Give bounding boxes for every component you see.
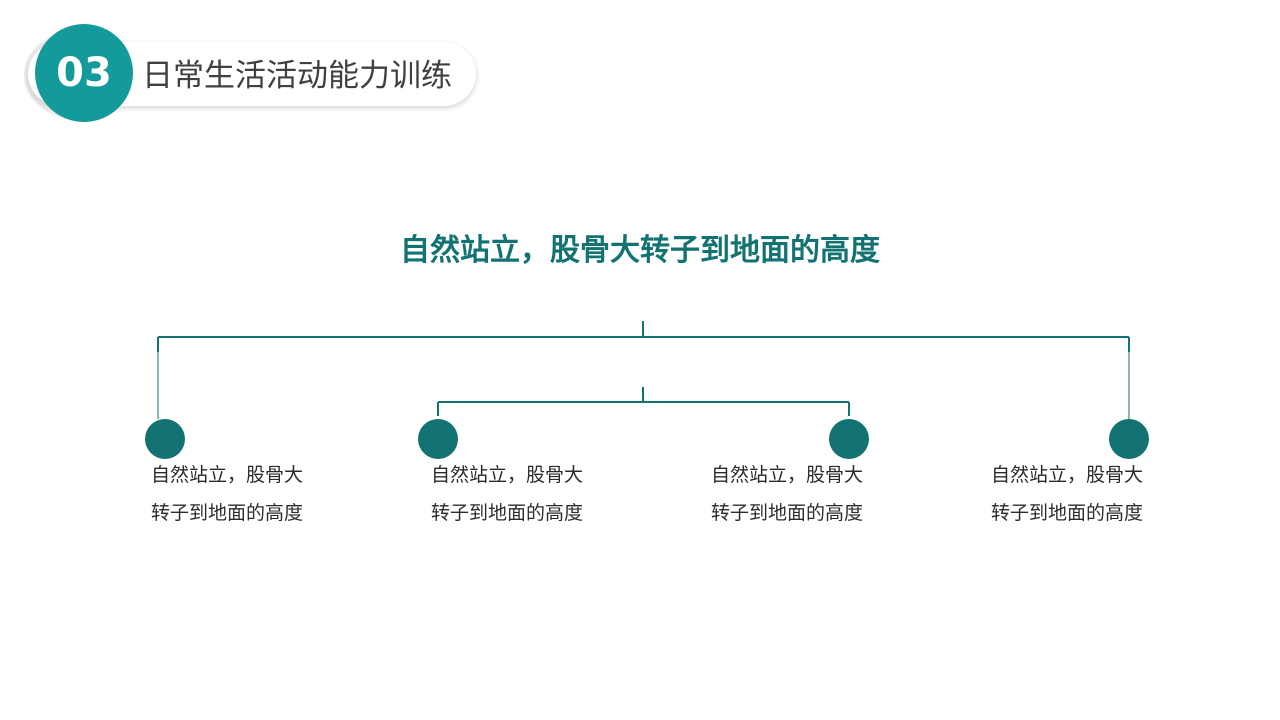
node-circle-2 bbox=[418, 419, 458, 459]
section-number-badge: 03 bbox=[35, 24, 133, 122]
node-circle-1 bbox=[145, 419, 185, 459]
section-title: 日常生活活动能力训练 bbox=[142, 58, 452, 94]
node-circle-3 bbox=[829, 419, 869, 459]
node-text-1: 自然站立，股骨大转子到地面的高度 bbox=[151, 464, 304, 524]
node-circle-4 bbox=[1109, 419, 1149, 459]
node-text-4: 自然站立，股骨大转子到地面的高度 bbox=[991, 464, 1144, 524]
node-text-2: 自然站立，股骨大转子到地面的高度 bbox=[431, 464, 584, 524]
diagram-title: 自然站立，股骨大转子到地面的高度 bbox=[400, 233, 880, 268]
section-number: 03 bbox=[56, 50, 112, 96]
node-text-3: 自然站立，股骨大转子到地面的高度 bbox=[711, 464, 864, 524]
